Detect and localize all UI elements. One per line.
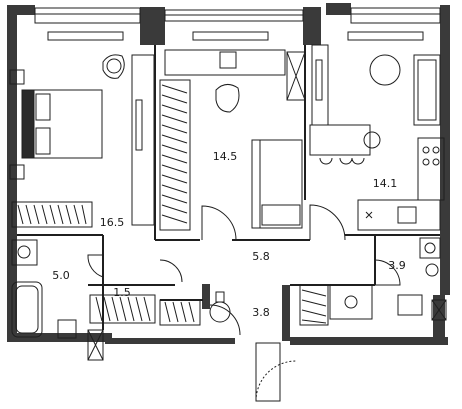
windows [34, 7, 441, 24]
wc-fixtures-icon [329, 237, 447, 321]
wardrobe-icon [11, 201, 93, 228]
armchair-icon [102, 54, 125, 79]
room-area-kitchen-living: 14.1 [373, 177, 398, 190]
exterior-walls [7, 3, 450, 345]
bathroom-fixtures-icon [11, 239, 104, 361]
bed-icon [9, 69, 103, 180]
dresser-icon [131, 54, 155, 226]
kitchen-fixtures-icon [309, 44, 445, 231]
room-area-bedroom: 16.5 [100, 216, 125, 229]
sofa-bed-icon [251, 139, 303, 229]
hall-table-icon [209, 291, 231, 323]
room-area-hall: 3.8 [252, 306, 270, 319]
cabinet-icon [286, 51, 306, 101]
shelving-icon [159, 79, 191, 231]
desk-icon [164, 49, 286, 113]
storage-shelves-icon [89, 284, 329, 326]
room-area-bathroom: 5.0 [52, 269, 70, 282]
radiators [47, 31, 424, 41]
room-area-study: 14.5 [213, 150, 238, 163]
doors [87, 204, 401, 402]
room-area-wc: 3.9 [388, 259, 406, 272]
room-area-storage: 1.5 [113, 286, 131, 299]
room-area-corridor: 5.8 [252, 250, 270, 263]
